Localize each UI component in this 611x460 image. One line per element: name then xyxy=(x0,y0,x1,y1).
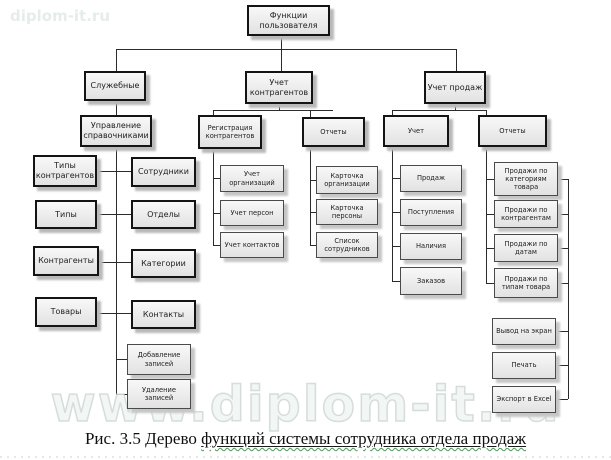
connector xyxy=(310,180,316,181)
node-sales: Продаж xyxy=(400,165,462,192)
node-availability: Наличия xyxy=(400,233,462,260)
connector xyxy=(558,283,568,284)
node-sales-by-counterparty: Продажи по контрагентам xyxy=(494,200,558,228)
node-add-records: Добавление записей xyxy=(127,344,191,375)
connector xyxy=(116,359,127,360)
node-employees: Сотрудники xyxy=(131,157,196,187)
node-orders: Заказов xyxy=(400,267,462,295)
connector xyxy=(116,147,117,394)
connector xyxy=(392,110,486,111)
connector xyxy=(99,262,131,263)
node-person-card: Карточка персоны xyxy=(316,199,378,225)
connector xyxy=(392,281,400,282)
node-counterparty-types: Типы контрагентов xyxy=(33,155,97,187)
node-counterparty-reports: Отчеты xyxy=(302,117,365,147)
scan-artifact-line xyxy=(0,456,611,458)
node-org-card: Карточка организации xyxy=(316,166,378,194)
node-receipts: Поступления xyxy=(400,199,462,226)
node-goods: Товары xyxy=(35,297,97,327)
connector xyxy=(213,178,220,179)
connector xyxy=(558,214,568,215)
node-sales-reports: Отчеты xyxy=(478,115,547,147)
node-contact-accounting: Учет контактов xyxy=(220,232,284,258)
connector xyxy=(392,212,400,213)
node-sales-accounting: Учет продаж xyxy=(424,71,486,104)
connector xyxy=(455,104,456,110)
connector xyxy=(213,110,333,111)
node-directory-management: Управление справочниками xyxy=(80,115,152,147)
connector xyxy=(486,214,494,215)
node-counterparty-registration: Регистрация контрагентов xyxy=(198,115,262,149)
node-sales-by-category: Продажи по категориям товара xyxy=(494,162,558,196)
node-contacts: Контакты xyxy=(131,300,196,329)
connector xyxy=(556,331,568,332)
node-delete-records: Удаление записей xyxy=(127,379,191,409)
connector xyxy=(392,246,400,247)
node-counterparty-accounting: Учет контрагентов xyxy=(245,71,313,104)
node-excel-export: Экспорт в Excel xyxy=(492,386,556,413)
figure-caption: Рис. 3.5 Дерево функций системы сотрудни… xyxy=(0,429,611,449)
watermark-top: diplom-it.ru xyxy=(10,7,111,25)
connector xyxy=(558,179,568,180)
caption-underline: функций системы сотрудника отдела продаж xyxy=(201,429,526,448)
connector xyxy=(279,104,280,110)
connector xyxy=(310,147,311,245)
connector xyxy=(392,147,393,281)
node-print: Печать xyxy=(492,352,556,379)
connector xyxy=(556,365,568,366)
connector xyxy=(486,110,487,115)
connector xyxy=(97,214,131,215)
connector xyxy=(556,399,568,400)
node-service: Служебные xyxy=(84,71,146,101)
connector xyxy=(213,213,220,214)
connector xyxy=(486,147,487,283)
connector xyxy=(116,394,127,395)
connector xyxy=(116,49,117,71)
node-org-accounting: Учет организаций xyxy=(220,165,284,192)
connector xyxy=(486,283,494,284)
node-sales-by-type: Продажи по типам товара xyxy=(494,268,558,298)
node-person-accounting: Учет персон xyxy=(220,200,284,226)
connector xyxy=(116,101,117,115)
connector xyxy=(392,110,393,115)
connector xyxy=(116,49,457,50)
connector xyxy=(281,49,282,71)
connector xyxy=(97,171,131,172)
node-types: Типы xyxy=(35,200,97,229)
node-root: Функции пользователя xyxy=(247,5,330,36)
connector xyxy=(392,178,400,179)
connector xyxy=(456,49,457,71)
connector xyxy=(558,248,568,249)
node-categories: Категории xyxy=(131,249,196,278)
node-sales-by-date: Продажи по датам xyxy=(494,234,558,262)
connector xyxy=(310,110,311,117)
node-screen-output: Вывод на экран xyxy=(492,318,556,345)
connector xyxy=(213,245,220,246)
node-counterparties: Контрагенты xyxy=(33,246,99,276)
caption-underlined-text: функций системы сотрудника отдела продаж xyxy=(201,429,527,448)
connector xyxy=(486,179,494,180)
connector xyxy=(486,248,494,249)
connector xyxy=(568,179,569,399)
caption-prefix: Рис. 3.5 Дерево xyxy=(84,429,197,448)
connector xyxy=(213,110,214,115)
connector xyxy=(97,313,131,314)
node-sales-uchet: Учет xyxy=(383,115,449,147)
node-employee-list: Список сотрудников xyxy=(316,232,378,258)
node-departments: Отделы xyxy=(131,200,196,229)
connector xyxy=(310,245,316,246)
connector xyxy=(281,36,282,49)
connector xyxy=(213,149,214,245)
connector xyxy=(310,212,316,213)
